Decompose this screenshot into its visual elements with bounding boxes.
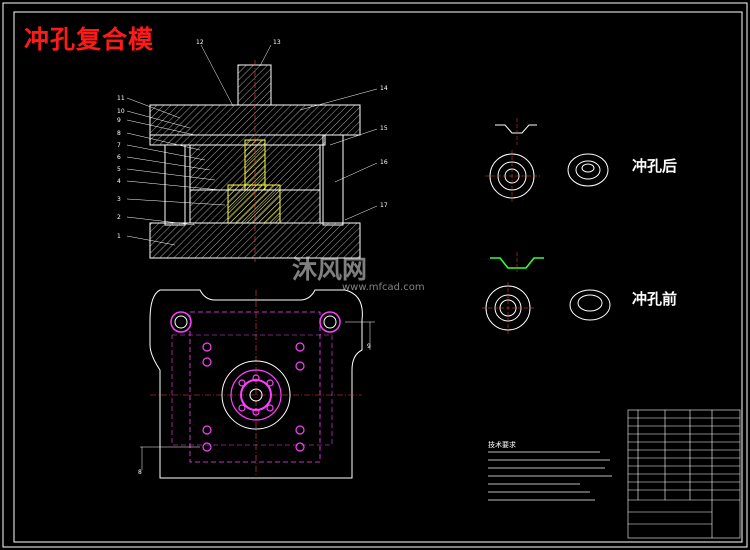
- inner-border: [13, 11, 743, 543]
- svg-text:14: 14: [380, 85, 388, 92]
- svg-text:8: 8: [117, 130, 121, 137]
- part-after-views: [485, 118, 609, 203]
- technical-notes: [488, 451, 612, 501]
- label-after-punching: 冲孔后: [632, 157, 678, 175]
- svg-text:17: 17: [380, 202, 388, 209]
- svg-text:4: 4: [117, 178, 121, 185]
- dim-right: 9: [367, 343, 371, 350]
- svg-text:12: 12: [196, 39, 204, 46]
- watermark-brand: 沐风网: [292, 255, 368, 284]
- bom-title-block: [627, 409, 741, 539]
- svg-text:6: 6: [117, 154, 121, 161]
- notes-title: 技术要求: [488, 441, 516, 449]
- svg-text:13: 13: [273, 39, 281, 46]
- svg-text:16: 16: [380, 159, 388, 166]
- drawing-title: 冲孔复合模: [24, 25, 155, 54]
- die-section-view: 11 10 9 8 7 6 5 4 3 2 1 12 13 14 15 16 1…: [117, 39, 388, 262]
- svg-text:7: 7: [117, 142, 121, 149]
- svg-text:11: 11: [117, 95, 125, 102]
- svg-text:15: 15: [380, 125, 388, 132]
- dim-left: 8: [138, 469, 142, 476]
- svg-text:2: 2: [117, 214, 121, 221]
- die-plan-view: 9 8: [138, 289, 375, 479]
- svg-text:10: 10: [117, 108, 125, 115]
- svg-text:5: 5: [117, 166, 121, 173]
- label-before-punching: 冲孔前: [632, 290, 678, 308]
- svg-text:9: 9: [117, 117, 121, 124]
- svg-text:1: 1: [117, 233, 121, 240]
- svg-text:3: 3: [117, 196, 121, 203]
- watermark-url: www.mfcad.com: [342, 282, 425, 293]
- part-before-views: [482, 252, 611, 334]
